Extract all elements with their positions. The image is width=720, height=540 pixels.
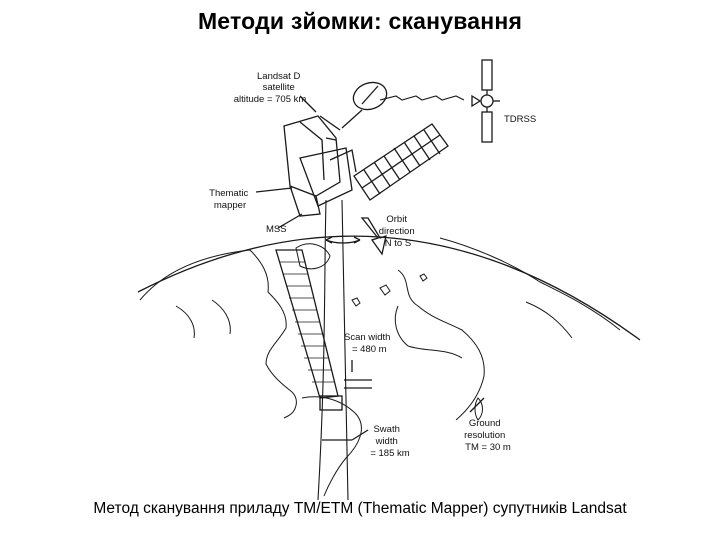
north-america-outline <box>139 249 297 419</box>
solar-panel <box>353 123 449 201</box>
svg-text:Thematic mapper: Thematic mapper <box>209 188 251 211</box>
slide-title: Методи зйомки: сканування <box>197 8 523 34</box>
scan-lines <box>280 261 335 383</box>
scan-direction-arrow <box>325 236 361 244</box>
swath-label-line1: Swath <box>373 424 399 435</box>
ground-track-right <box>341 199 349 501</box>
earth-horizon <box>137 235 641 341</box>
satellite-label-line2: satellite <box>263 82 295 93</box>
swath-width-leader <box>351 429 369 441</box>
ground-track-left <box>317 199 327 501</box>
swath-label-line2: width <box>375 436 398 447</box>
ground-resolution-label-line1: Ground <box>469 418 501 429</box>
svg-text:Swath width = 185 km: Swath width = 185 km <box>370 424 409 459</box>
ground-resolution-label-line3: TM = 30 m <box>465 442 511 453</box>
landsat-satellite <box>283 81 388 217</box>
figure-caption: Метод сканування приладу TM/ETM (Themati… <box>93 500 627 517</box>
islands <box>351 273 428 307</box>
swath-label-line3: = 185 km <box>370 448 409 459</box>
tdrss-satellite <box>471 59 500 143</box>
madagascar-outline <box>474 397 483 421</box>
svg-text:Ground resolution TM =: Ground resolution TM = 30 m <box>464 418 511 453</box>
thematic-mapper-label-line1: Thematic <box>209 188 248 199</box>
west-africa-outline <box>394 305 463 359</box>
asia-outline <box>439 237 621 331</box>
orbit-direction-arrow <box>360 217 387 256</box>
thematic-mapper-label-line2: mapper <box>214 200 246 211</box>
satellite-label-line3: altitude = 705 km <box>234 94 307 105</box>
mss-label: MSS <box>266 224 287 235</box>
orbit-label-line2: direction <box>379 226 415 237</box>
svg-text:Orbit direction N to S: Orbit direction N to S <box>379 214 418 249</box>
current-scan-box <box>319 395 343 411</box>
svg-text:Landsat D satellite al: Landsat D satellite altitude = 705 km <box>234 71 307 105</box>
ground-resolution-label-line2: resolution <box>464 430 505 441</box>
swath-band <box>275 249 339 399</box>
tdrss-label: TDRSS <box>504 114 536 125</box>
orbit-label-line3: N to S <box>385 238 411 249</box>
south-america-outline <box>301 396 362 497</box>
communication-link <box>379 95 465 101</box>
coastline-misc <box>175 299 573 339</box>
scan-width-label-line1: Scan width <box>344 332 390 343</box>
scan-width-label-line2: = 480 m <box>352 344 387 355</box>
europe-africa-outline <box>397 269 485 421</box>
satellite-label-line1: Landsat D <box>257 71 300 82</box>
orbit-label-line1: Orbit <box>386 214 407 225</box>
svg-text:Scan width = 480 m: Scan width = 480 m <box>344 332 393 355</box>
ground-resolution-leader <box>469 397 485 413</box>
